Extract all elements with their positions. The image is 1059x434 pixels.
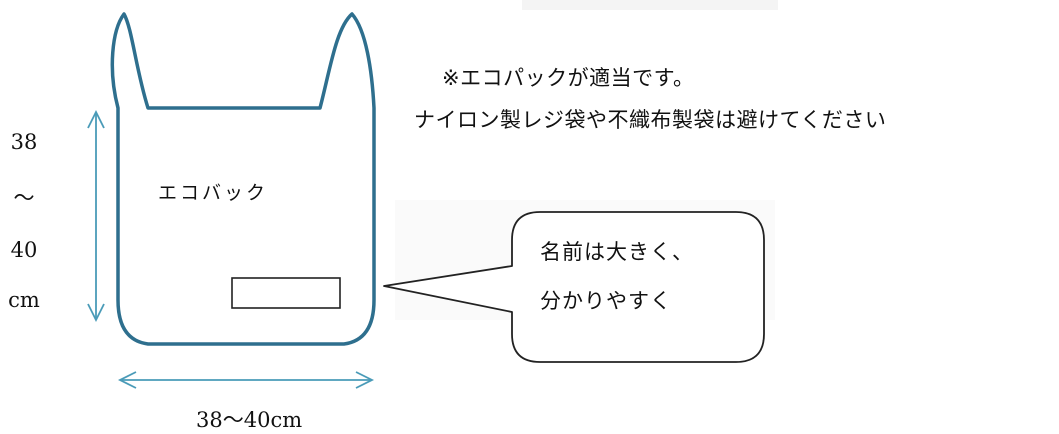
note-avoid-bags: ナイロン製レジ袋や不織布製袋は避けてください — [414, 108, 887, 132]
callout-line-2: 分かりやすく — [540, 289, 672, 313]
height-label-min: 38 — [10, 130, 38, 154]
width-label: 38～40cm — [196, 408, 303, 432]
width-arrow — [117, 371, 375, 389]
height-label-tilde: ～ — [13, 186, 35, 210]
callout-line-1: 名前は大きく、 — [540, 240, 694, 264]
bag-outline — [110, 12, 376, 346]
bag-label: エコバック — [158, 182, 269, 204]
height-arrow — [87, 109, 105, 323]
height-label-unit: cm — [8, 288, 40, 312]
callout-bubble — [383, 211, 765, 363]
name-tag-box — [231, 277, 341, 309]
scan-artifact-top — [522, 0, 778, 10]
height-label-max: 40 — [10, 238, 38, 262]
note-eco-bag-recommended: ※エコパックが適当です。 — [442, 66, 695, 90]
